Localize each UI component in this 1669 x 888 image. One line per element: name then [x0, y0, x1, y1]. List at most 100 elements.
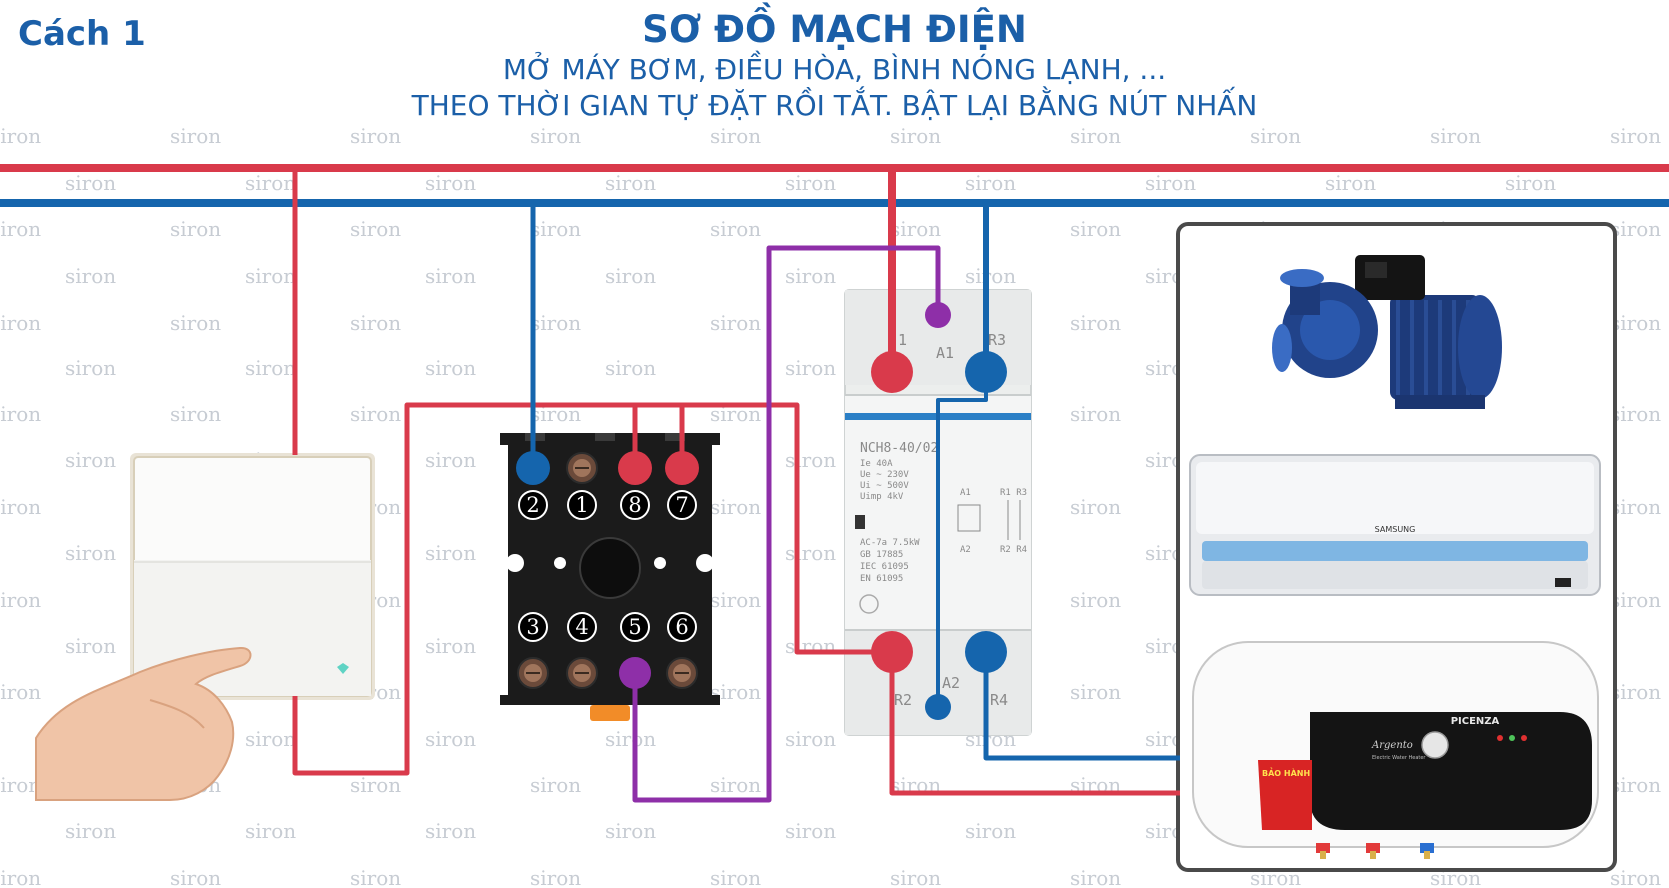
watermark-text: siron [1610, 311, 1661, 335]
contactor-spec: Ui ~ 500V [860, 481, 909, 491]
socket-terminal-2-dot [516, 451, 550, 485]
diagram-subtitle-2: THEO THỜI GIAN TỰ ĐẶT RỒI TẮT. BẬT LẠI B… [411, 89, 1258, 122]
watermark-text: siron [1070, 217, 1121, 241]
watermark-text: siron [1610, 773, 1661, 797]
watermark-text: siron [0, 124, 41, 148]
watermark-text: siron [530, 124, 581, 148]
watermark-text: siron [1610, 217, 1661, 241]
socket-terminal-8: 8 [620, 490, 650, 520]
indicator-icon [337, 663, 349, 674]
water-heater: PICENZA Argento Electric Water Heater BẢ… [1192, 641, 1599, 859]
watermark-text: siron [0, 773, 41, 797]
watermark-text: siron [1070, 402, 1121, 426]
watermark-text: siron [350, 866, 401, 888]
watermark-text: siron [1325, 171, 1376, 195]
socket-terminal-label: 7 [675, 493, 688, 517]
watermark-text: siron [1610, 495, 1661, 519]
socket-terminal-label: 2 [526, 493, 539, 517]
contactor-spec: Ue ~ 230V [860, 470, 909, 480]
contactor-terminal-label: R2 [894, 691, 912, 709]
socket-terminal-8-dot [618, 451, 652, 485]
socket-terminal-4: 4 [567, 612, 597, 642]
watermark-text: siron [785, 819, 836, 843]
watermark-text: siron [605, 356, 656, 380]
contactor-terminal-label: A2 [942, 674, 960, 692]
watermark-text: siron [65, 634, 116, 658]
watermark-text: siron [170, 217, 221, 241]
socket-terminal-3: 3 [518, 612, 548, 642]
watermark-text: siron [530, 866, 581, 888]
heater-warranty: BẢO HÀNH [1262, 767, 1310, 778]
diagram-title: SƠ ĐỒ MẠCH ĐIỆN [642, 8, 1027, 51]
method-label: Cách 1 [18, 14, 146, 54]
ac-brand: SAMSUNG [1375, 525, 1416, 534]
watermark-text: siron [710, 311, 761, 335]
watermark-text: siron [965, 171, 1016, 195]
socket-terminal-7-dot [665, 451, 699, 485]
contactor-terminal-label: R3 [988, 331, 1006, 349]
socket-terminal-7: 7 [667, 490, 697, 520]
contactor-terminal-r4-dot [965, 631, 1007, 673]
watermark-text: siron [890, 866, 941, 888]
contactor-terminal-r3-dot [965, 351, 1007, 393]
watermark-text: siron [1610, 124, 1661, 148]
symbol-label-r2r4: R2 R4 [1000, 545, 1027, 555]
heater-model: Argento [1371, 740, 1413, 751]
socket-terminal-label: 5 [628, 615, 641, 639]
contactor-terminal-a1-dot [925, 302, 951, 328]
water-pump [1272, 255, 1502, 409]
watermark-text: siron [710, 588, 761, 612]
watermark-text: siron [0, 680, 41, 704]
watermark-text: siron [965, 264, 1016, 288]
watermark-text: siron [1070, 311, 1121, 335]
watermark-text: siron [170, 866, 221, 888]
watermark-text: siron [425, 264, 476, 288]
socket-terminal-label: 3 [526, 615, 539, 639]
watermark-text: siron [605, 171, 656, 195]
watermark-text: siron [530, 311, 581, 335]
watermark-text: siron [0, 217, 41, 241]
watermark-text: siron [0, 495, 41, 519]
contactor-standard: GB 17885 [860, 550, 903, 560]
air-conditioner: SAMSUNG [1189, 454, 1601, 596]
contactor-terminal-label: 1 [898, 331, 907, 349]
push-button-switch[interactable] [130, 453, 375, 700]
watermark-text: siron [65, 264, 116, 288]
watermark-text: siron [785, 171, 836, 195]
watermark-text: siron [785, 264, 836, 288]
contactor-spec: Ie 40A [860, 459, 893, 469]
watermark-text: siron [1070, 866, 1121, 888]
watermark-text: siron [170, 311, 221, 335]
contactor-standard: EN 61095 [860, 574, 903, 584]
hand-icon [35, 646, 252, 801]
socket-terminal-label: 8 [628, 493, 641, 517]
watermark-text: siron [1430, 124, 1481, 148]
watermark-text: siron [1610, 680, 1661, 704]
connection-dots [516, 302, 1007, 720]
watermark-text: siron [605, 264, 656, 288]
watermark-text: siron [425, 819, 476, 843]
watermark-text: siron [245, 727, 296, 751]
watermark-text: siron [890, 217, 941, 241]
watermark-text: siron [425, 634, 476, 658]
watermark-text: siron [890, 124, 941, 148]
contactor-standard: AC-7a 7.5kW [860, 538, 920, 548]
socket-terminal-1: 1 [567, 490, 597, 520]
watermark-text: siron [245, 171, 296, 195]
watermark-text: siron [1145, 171, 1196, 195]
contactor-spec: Uimp 4kV [860, 492, 904, 502]
watermark-text: siron [785, 541, 836, 565]
watermark-text: siron [425, 541, 476, 565]
watermark-text: siron [65, 171, 116, 195]
watermark-text: siron [1505, 171, 1556, 195]
socket-terminal-5-dot [619, 657, 651, 689]
symbol-label-a1: A1 [960, 488, 971, 498]
watermark-text: siron [605, 727, 656, 751]
socket-terminal-6: 6 [667, 612, 697, 642]
watermark-text: siron [350, 124, 401, 148]
watermark-text: siron [245, 819, 296, 843]
watermark-text: siron [785, 727, 836, 751]
watermark-text: siron [710, 866, 761, 888]
diagram-subtitle-1: MỞ MÁY BƠM, ĐIỀU HÒA, BÌNH NÓNG LẠNH, ..… [502, 53, 1167, 86]
